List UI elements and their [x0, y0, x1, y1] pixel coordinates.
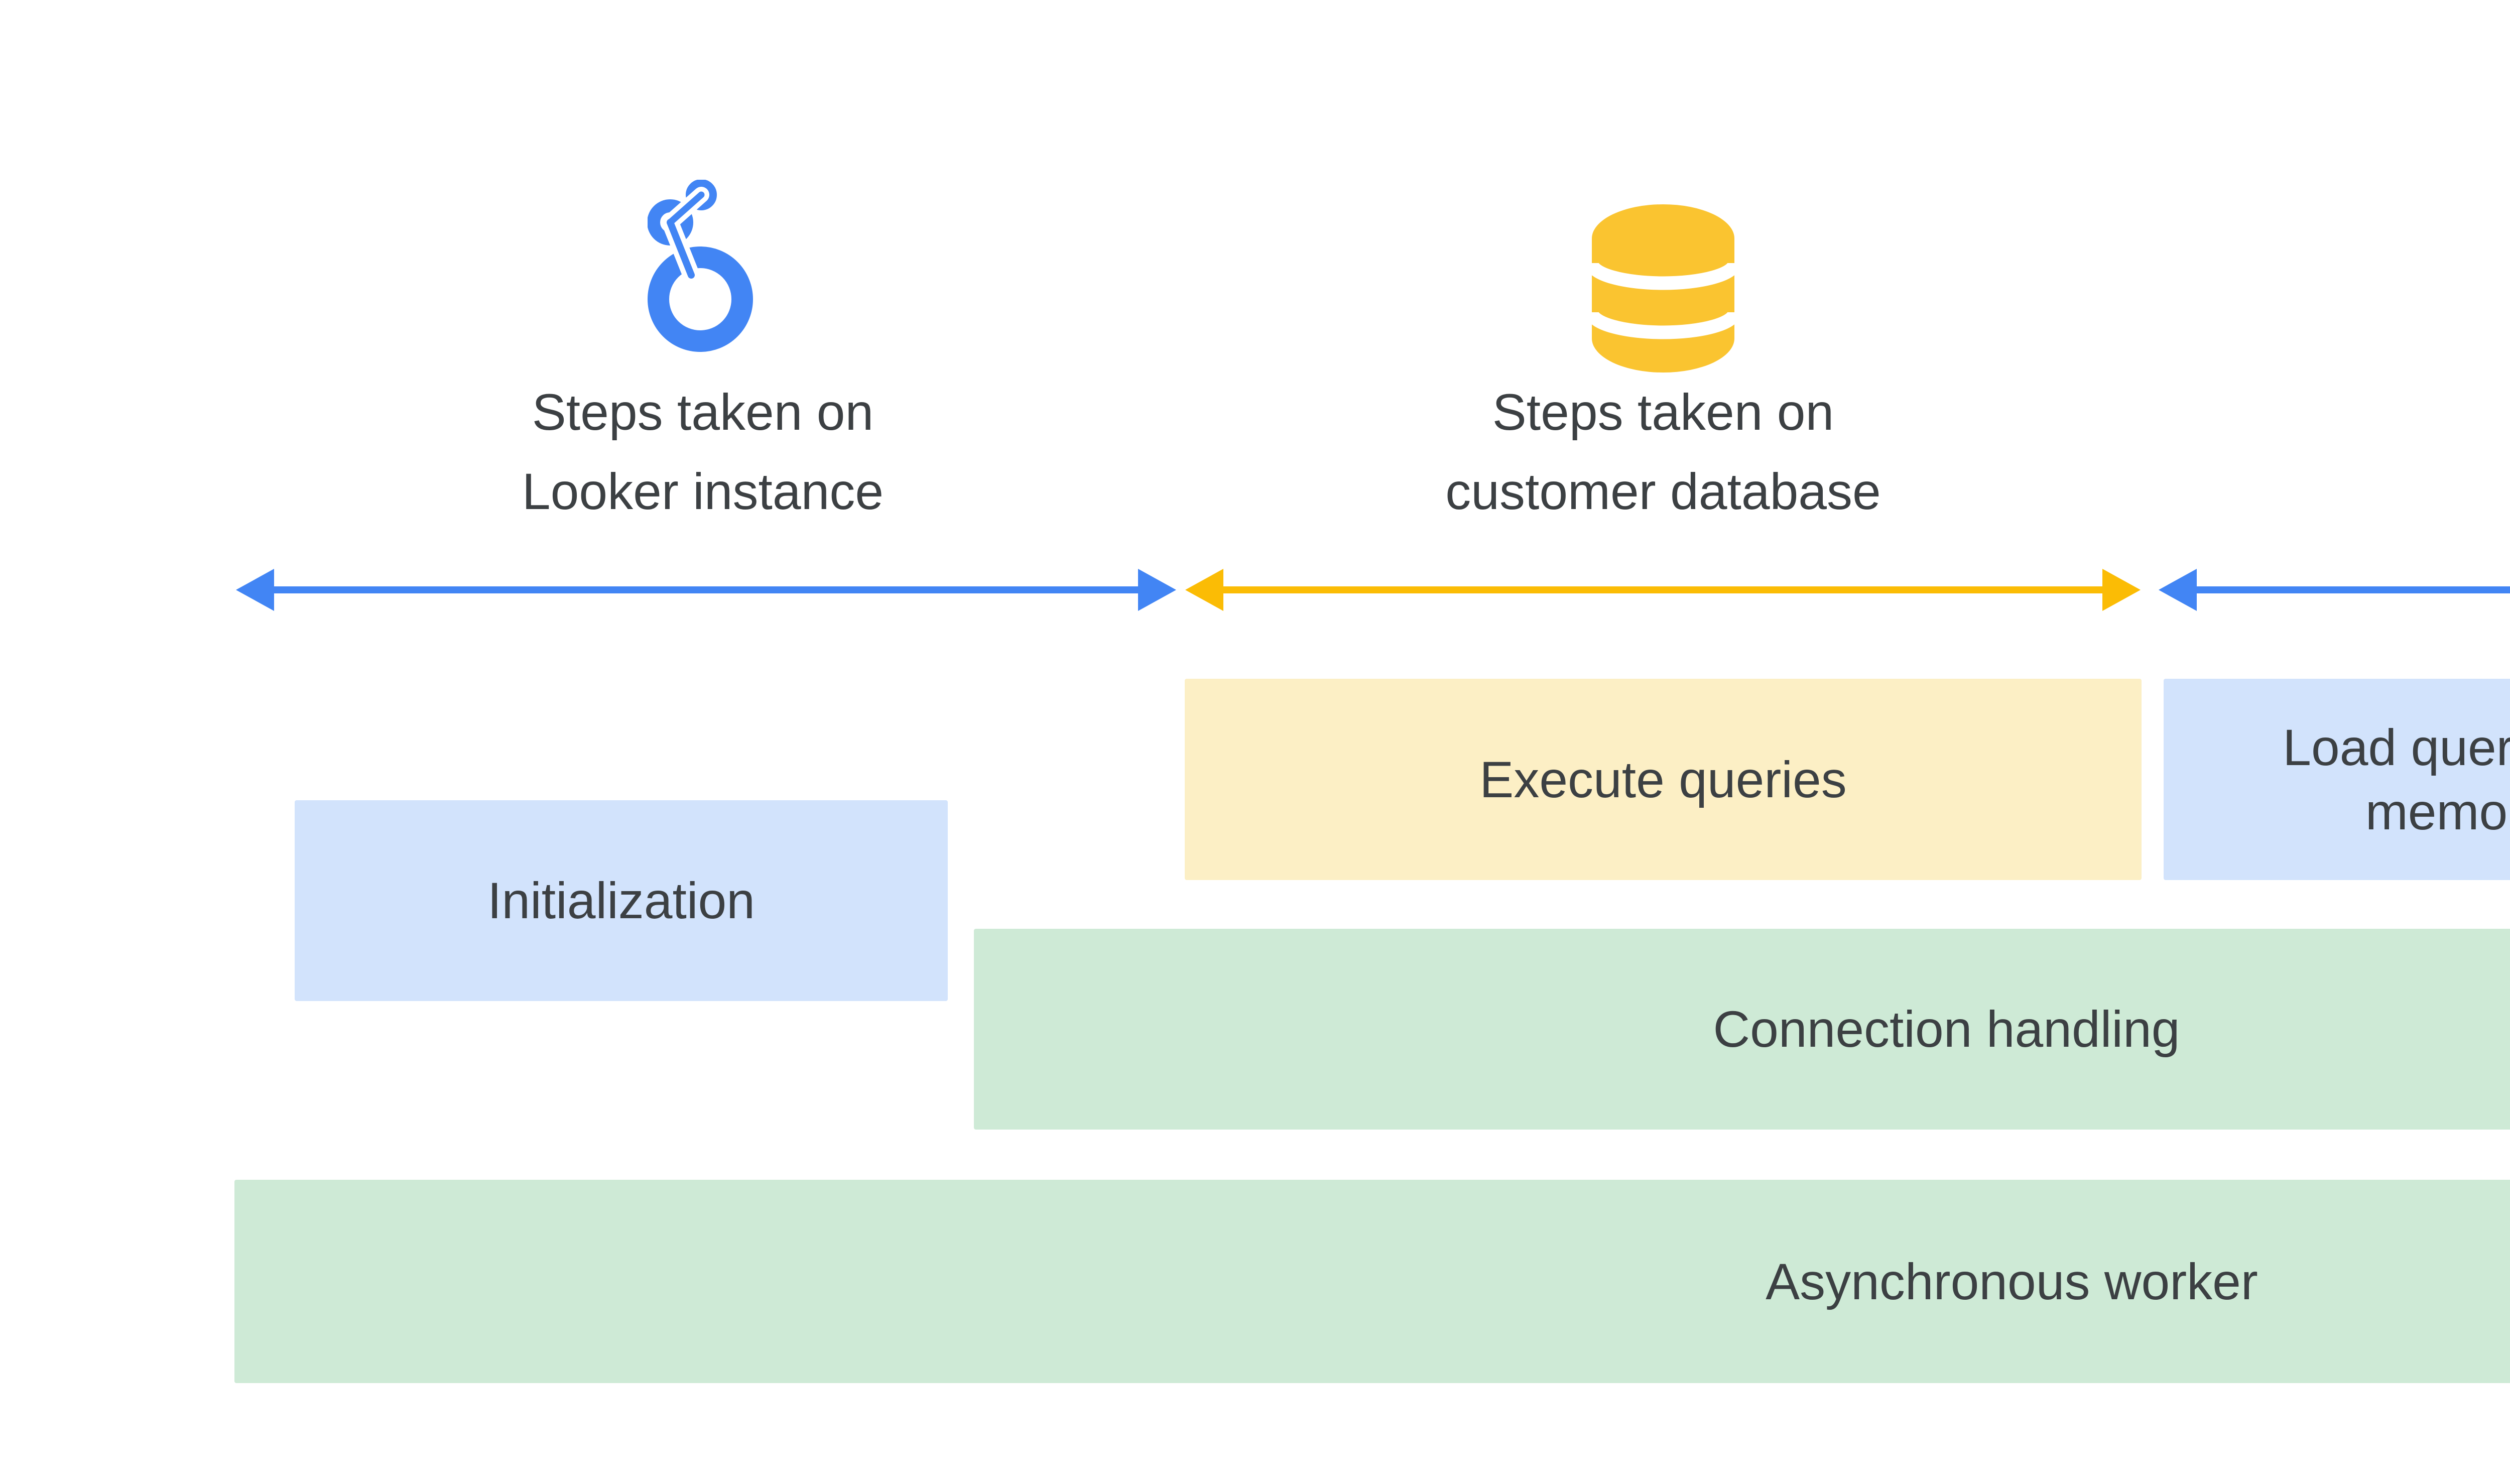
box-label: Load queries in memory	[2283, 718, 2510, 840]
arrow-left-head-icon	[236, 569, 274, 611]
arrow-right-head-icon	[1138, 569, 1176, 611]
section-label-line1: Steps taken on	[532, 384, 874, 441]
box-label: Initialization	[487, 872, 755, 929]
box-initialization: Initialization	[295, 800, 948, 1001]
span-arrow-looker-left	[236, 569, 1176, 611]
arrow-shaft	[1222, 586, 2104, 593]
box-asynchronous-worker: Asynchronous worker	[234, 1180, 2510, 1383]
arrow-shaft	[2195, 586, 2510, 593]
section-label-database: Steps taken on customer database	[1161, 373, 2165, 531]
section-label-looker-right: Steps taken on Looker instance	[2464, 373, 2510, 531]
section-label-line1: Steps taken on	[2464, 373, 2510, 452]
span-arrow-database	[1185, 569, 2141, 611]
database-icon	[1590, 203, 1736, 374]
box-connection-handling: Connection handling	[974, 929, 2510, 1130]
arrow-left-head-icon	[1185, 569, 1223, 611]
looker-logo-icon	[648, 180, 758, 360]
box-label: Connection handling	[1713, 1001, 2180, 1058]
box-load-queries-in-memory: Load queries in memory	[2164, 679, 2510, 880]
span-arrow-looker-right	[2159, 569, 2510, 611]
box-label: Asynchronous worker	[1766, 1253, 2258, 1310]
section-label-line2: Looker instance	[522, 463, 884, 520]
arrow-right-head-icon	[2102, 569, 2141, 611]
box-label: Execute queries	[1479, 751, 1847, 808]
arrow-left-head-icon	[2159, 569, 2197, 611]
section-label-looker-left: Steps taken on Looker instance	[201, 373, 1205, 531]
arrow-shaft	[273, 586, 1140, 593]
section-label-line2: Looker instance	[2464, 452, 2510, 531]
box-execute-queries: Execute queries	[1185, 679, 2142, 880]
section-label-line1: Steps taken on	[1492, 384, 1834, 441]
section-label-line2: customer database	[1445, 463, 1881, 520]
